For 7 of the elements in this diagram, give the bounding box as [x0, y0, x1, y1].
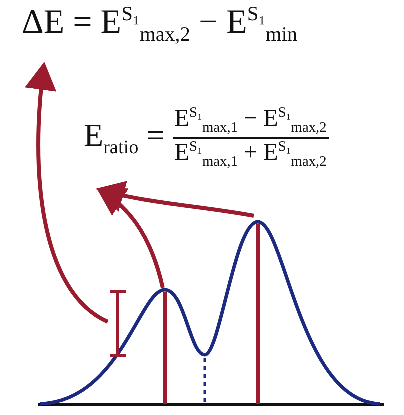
range-bracket — [108, 290, 128, 358]
arrow — [96, 188, 165, 288]
arrow — [25, 62, 110, 324]
arrow — [96, 180, 254, 218]
formula: E$_{ratio}$ = — [84, 116, 165, 160]
peak-marker — [163, 292, 167, 404]
peak-marker — [256, 224, 260, 404]
